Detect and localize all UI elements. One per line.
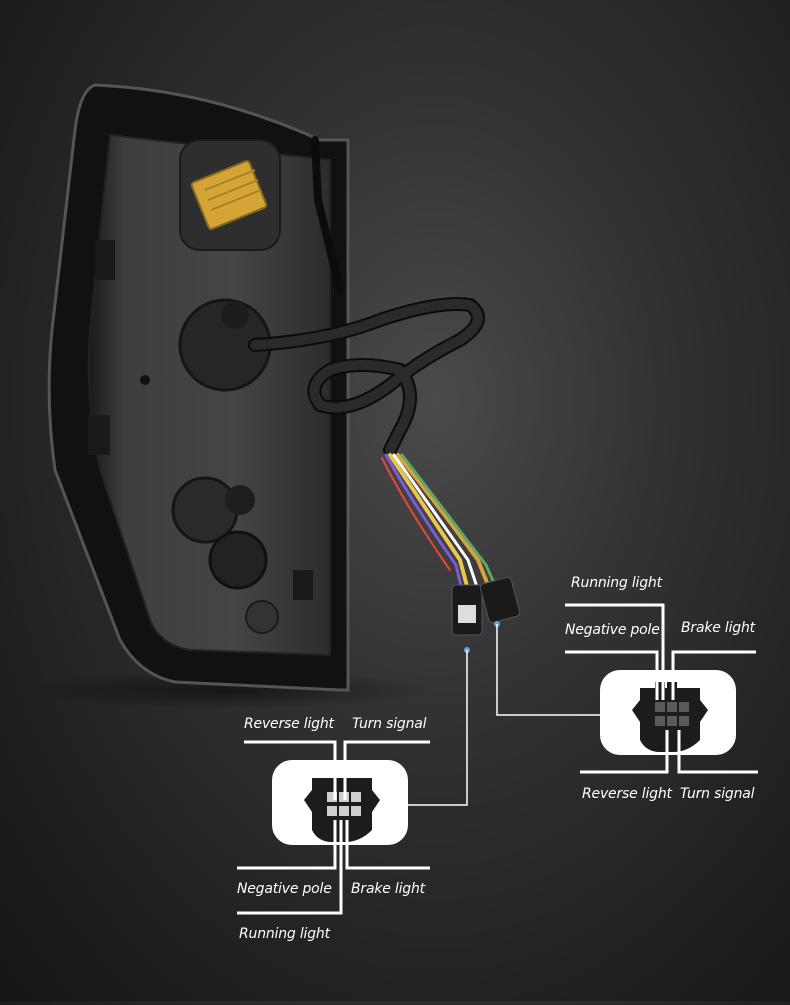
left-label-reverse-light: Reverse light — [244, 716, 334, 732]
left-label-lines — [237, 740, 430, 915]
right-connector-callout — [600, 670, 736, 755]
left-label-negative-pole: Negative pole — [237, 881, 332, 897]
left-connector-callout — [272, 760, 408, 845]
right-label-negative-pole: Negative pole — [565, 622, 660, 638]
tail-light-housing — [47, 83, 350, 692]
callout-lines — [408, 621, 600, 806]
harness-connectors — [451, 576, 521, 636]
right-label-brake-light: Brake light — [681, 620, 755, 636]
wiring-harness — [248, 136, 500, 594]
left-label-brake-light: Brake light — [351, 881, 425, 897]
left-label-turn-signal: Turn signal — [352, 716, 427, 732]
right-label-running-light: Running light — [571, 575, 662, 591]
load-resistor — [190, 160, 268, 230]
right-label-lines — [565, 603, 758, 774]
right-label-turn-signal: Turn signal — [680, 786, 755, 802]
left-label-running-light: Running light — [239, 926, 330, 942]
right-label-reverse-light: Reverse light — [582, 786, 672, 802]
